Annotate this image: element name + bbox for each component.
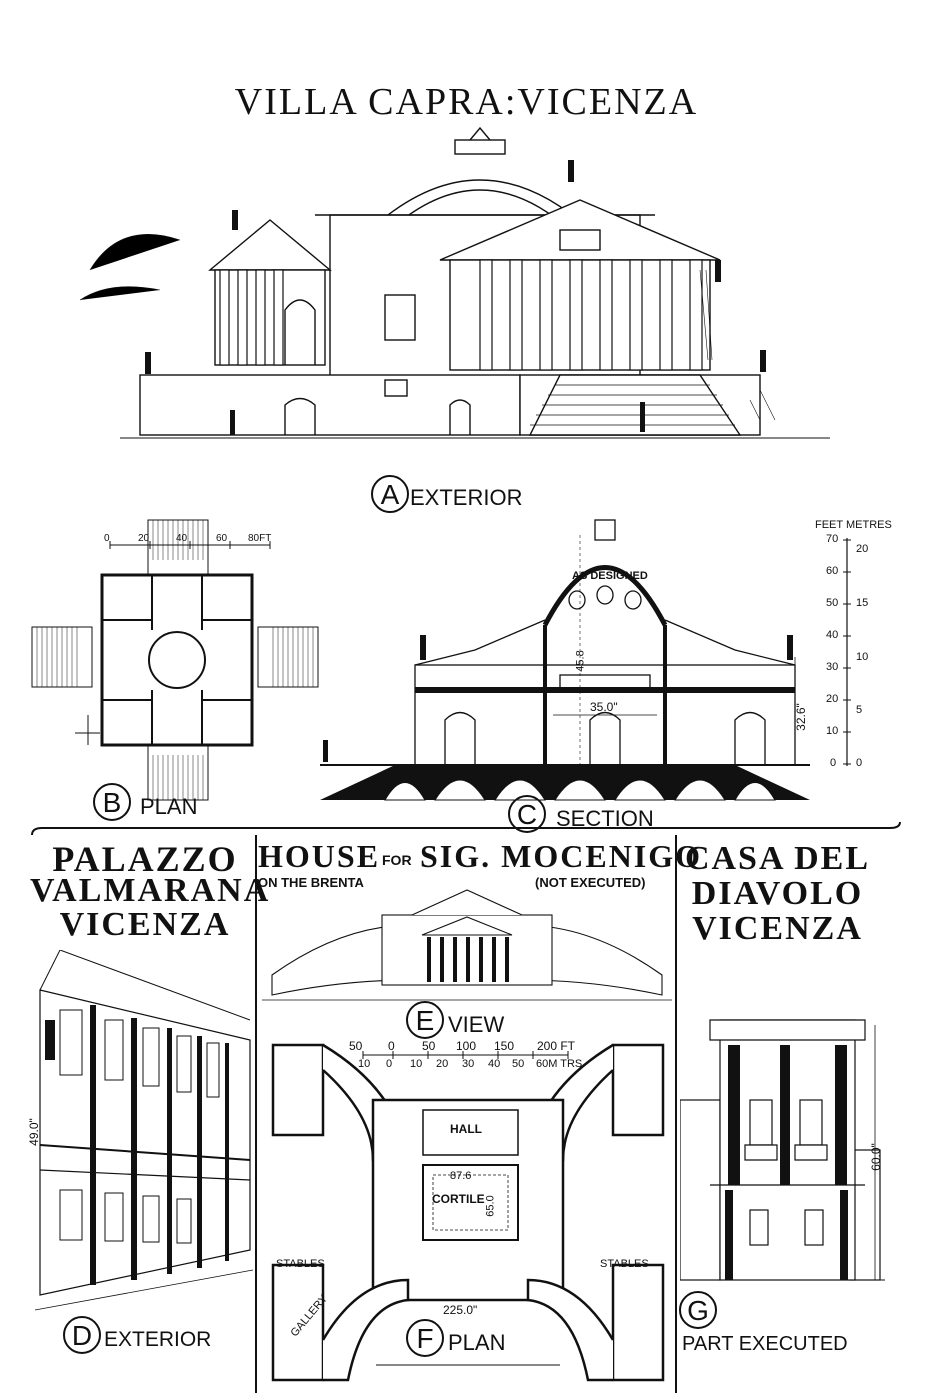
section-dim-width: 35.0": [590, 700, 618, 714]
mocenigo-plan-drawing: [271, 1043, 665, 1382]
scale-feet-tick: 10: [826, 725, 839, 737]
mocenigo-heading-for: FOR: [382, 852, 412, 868]
mocenigo-sub-brenta: ON THE BRENTA: [258, 875, 364, 890]
plan-f-scale-bottom: 10: [358, 1058, 371, 1070]
circle-letter-f-icon: F: [406, 1319, 444, 1357]
plan-f-scale-top: 50: [422, 1039, 436, 1053]
column-divider-left: [255, 835, 257, 1393]
svg-text:B: B: [103, 787, 122, 818]
scale-metres-tick: 10: [856, 651, 869, 663]
plan-scale-tick: 20: [138, 533, 150, 544]
svg-text:A: A: [381, 479, 400, 510]
plan-dim-width: 87.6: [450, 1170, 472, 1182]
plan-scale-tick: 40: [176, 533, 188, 544]
villa-plan-drawing: [31, 519, 319, 801]
label-b-plan: PLAN: [140, 794, 198, 819]
plan-stables-right: STABLES: [600, 1258, 649, 1270]
scale-feet-tick: 0: [830, 757, 837, 769]
plan-f-scale-bottom: 40: [488, 1058, 501, 1070]
svg-text:G: G: [687, 1295, 709, 1326]
circle-letter-c-icon: C: [508, 795, 546, 833]
plan-f-scale-bottom: 20: [436, 1058, 449, 1070]
diavolo-heading-line2: DIAVOLO: [691, 875, 864, 912]
section-note-as-designed: AS DESIGNED: [572, 570, 648, 582]
svg-text:E: E: [416, 1005, 435, 1036]
plan-f-scale-bottom: 10: [410, 1058, 423, 1070]
palazzo-heading-line2: VALMARANA: [30, 872, 271, 909]
svg-text:D: D: [72, 1320, 92, 1351]
section-dim-side: 32.6": [793, 703, 808, 731]
palazzo-valmarana-drawing: [35, 950, 253, 1311]
scale-feet-tick: 30: [826, 661, 839, 673]
plan-f-scale-top: 50: [349, 1039, 363, 1053]
plan-f-scale-bottom: 50: [512, 1058, 525, 1070]
villa-exterior-drawing: [79, 126, 830, 439]
mocenigo-view-drawing: [262, 889, 672, 1001]
plan-f-scale-top: 0: [388, 1039, 395, 1053]
scale-metres-tick: 15: [856, 597, 869, 609]
label-g-part-executed: PART EXECUTED: [682, 1333, 848, 1355]
scale-feet-tick: 50: [826, 597, 839, 609]
diavolo-dim-height: 60.0": [868, 1143, 883, 1171]
casa-diavolo-drawing: [680, 1019, 885, 1281]
label-e-view: VIEW: [448, 1012, 505, 1037]
plan-scale-tick: 80FT: [248, 533, 272, 544]
plan-scale-tick: 0: [104, 533, 110, 544]
plan-f-scale-top: 150: [494, 1039, 515, 1053]
scale-metres-tick: 0: [856, 757, 863, 769]
section-divider: [31, 821, 901, 836]
svg-text:F: F: [416, 1323, 433, 1354]
plan-dim-base: 225.0": [443, 1303, 478, 1317]
plan-stables-left: STABLES: [276, 1258, 325, 1270]
plan-f-scale-top: 100: [456, 1039, 477, 1053]
plan-cortile-label: CORTILE: [432, 1192, 485, 1206]
palazzo-heading-line3: VICENZA: [59, 906, 231, 943]
mocenigo-heading-house: HOUSE: [258, 838, 381, 874]
label-f-plan: PLAN: [448, 1330, 506, 1355]
circle-letter-e-icon: E: [406, 1001, 444, 1039]
page-title: VILLA CAPRA:VICENZA: [234, 81, 699, 123]
scale-feet-tick: 60: [826, 565, 839, 577]
scale-feet-tick: 70: [826, 533, 839, 545]
scale-metres-tick: 5: [856, 704, 863, 716]
label-d-exterior: EXTERIOR: [104, 1328, 212, 1351]
plan-f-scale-bottom: 30: [462, 1058, 475, 1070]
feet-metres-scale-bar: [843, 538, 851, 766]
column-divider-right: [675, 835, 677, 1393]
plan-dim-height: 65.0: [484, 1195, 497, 1217]
plan-f-scale-bottom: 60M TRS: [536, 1058, 583, 1070]
circle-letter-a-icon: A: [371, 475, 409, 513]
svg-text:C: C: [517, 799, 537, 830]
diavolo-heading-line3: VICENZA: [692, 910, 863, 947]
circle-letter-g-icon: G: [679, 1291, 717, 1329]
section-dim-height: 45.8: [574, 650, 587, 672]
scale-feet-tick: 40: [826, 629, 839, 641]
circle-letter-b-icon: B: [93, 783, 131, 821]
villa-section-drawing: [320, 519, 810, 801]
palazzo-heading-line1: PALAZZO: [52, 839, 238, 879]
plan-scale-tick: 60: [216, 533, 228, 544]
scale-metres-tick: 20: [856, 543, 869, 555]
scale-feet-tick: 20: [826, 693, 839, 705]
diavolo-heading-line1: CASA DEL: [684, 840, 871, 877]
plan-f-scale-bottom: 0: [386, 1058, 393, 1070]
mocenigo-sub-not-executed: (NOT EXECUTED): [535, 875, 646, 890]
label-a-exterior: EXTERIOR: [410, 485, 523, 510]
palazzo-dim-height: 49.0": [26, 1118, 41, 1146]
plan-f-scale-top: 200 FT: [537, 1039, 576, 1053]
circle-letter-d-icon: D: [63, 1316, 101, 1354]
plan-hall-label: HALL: [450, 1122, 482, 1136]
mocenigo-heading-name: SIG. MOCENIGO: [420, 838, 703, 874]
scale-bar-header: FEET METRES: [815, 519, 892, 531]
label-c-section: SECTION: [556, 806, 654, 831]
